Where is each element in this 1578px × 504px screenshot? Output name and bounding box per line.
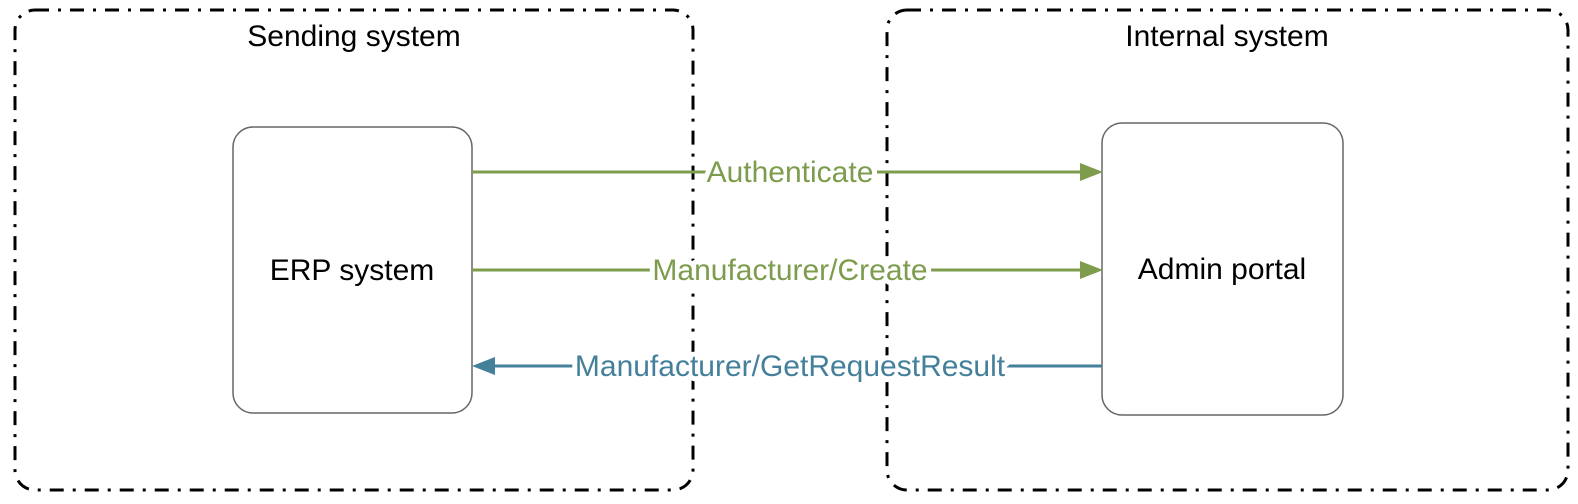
sending-system-title: Sending system	[247, 20, 460, 53]
manufacturer-create-label: Manufacturer/Create	[652, 254, 927, 287]
manufacturer-create-arrowhead	[1080, 261, 1103, 279]
admin-portal-box	[1101, 122, 1344, 416]
getrequestresult-arrowhead	[472, 357, 495, 375]
container-internal-system: Internal system	[885, 8, 1570, 492]
message-manufacturer-getrequestresult: Manufacturer/GetRequestResult	[472, 345, 1102, 388]
node-admin-portal: Admin portal	[1101, 122, 1344, 416]
getrequestresult-label: Manufacturer/GetRequestResult	[575, 350, 1006, 383]
internal-system-boundary	[885, 8, 1570, 492]
node-erp-system: ERP system	[232, 126, 473, 414]
internal-system-title: Internal system	[1125, 20, 1328, 53]
message-manufacturer-create: Manufacturer/Create	[472, 249, 1103, 292]
sending-system-boundary	[13, 8, 695, 492]
message-authenticate: Authenticate	[472, 151, 1103, 194]
admin-portal-label: Admin portal	[1138, 253, 1306, 286]
erp-system-label: ERP system	[270, 254, 435, 287]
container-sending-system: Sending system	[13, 8, 695, 492]
authenticate-label: Authenticate	[707, 156, 874, 189]
authenticate-arrowhead	[1080, 163, 1103, 181]
